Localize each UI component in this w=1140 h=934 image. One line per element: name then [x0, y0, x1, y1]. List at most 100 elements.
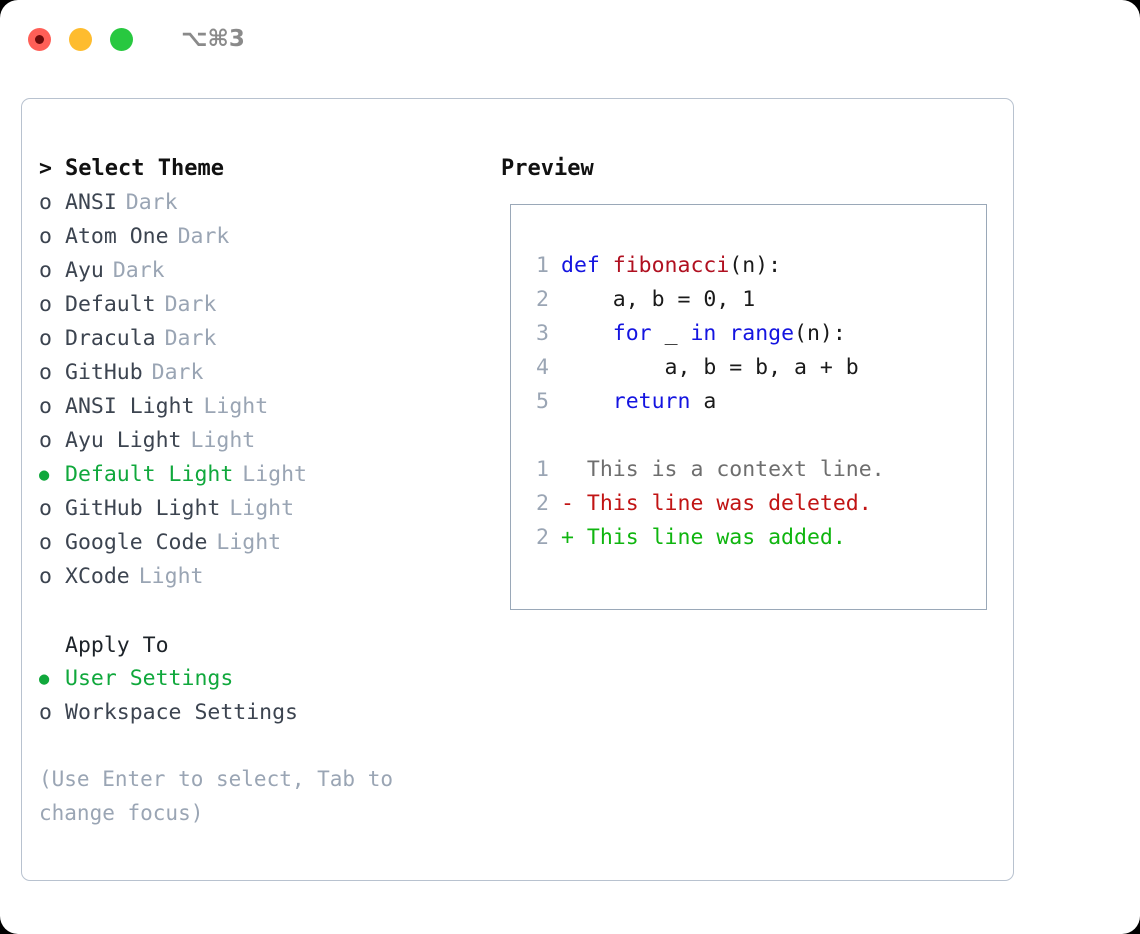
diff-line: 2 + This line was added. [523, 521, 978, 555]
radio-selected-icon[interactable]: ● [39, 465, 50, 485]
window-title: ⌥⌘3 [181, 26, 245, 52]
code-token [561, 321, 613, 346]
code-token: (n): [794, 321, 846, 346]
theme-variant-tag: Dark [177, 224, 230, 249]
code-line-number: 4 [536, 355, 549, 380]
code-token: range [729, 321, 795, 346]
theme-variant-tag: Light [190, 428, 256, 453]
radio-unselected-icon[interactable]: o [39, 428, 52, 453]
diff-line-number: 1 [536, 457, 549, 482]
code-token: in [690, 321, 717, 346]
traffic-light-buttons [28, 27, 133, 51]
theme-option-label: Dracula [65, 326, 156, 351]
theme-option-label: Ayu Light [65, 428, 182, 453]
theme-option-row[interactable]: o Default Dark [39, 288, 489, 322]
radio-unselected-icon[interactable]: o [39, 190, 52, 215]
code-line-text: a, b = 0, 1 [561, 283, 755, 317]
theme-option-label: ANSI Light [65, 394, 195, 419]
title-bar: ⌥⌘3 [0, 0, 1140, 78]
keyboard-hint: (Use Enter to select, Tab to change focu… [39, 767, 394, 825]
radio-unselected-icon[interactable]: o [39, 292, 52, 317]
radio-selected-icon[interactable]: ● [39, 669, 50, 689]
theme-variant-tag: Dark [112, 258, 165, 283]
radio-unselected-icon[interactable]: o [39, 496, 52, 521]
theme-option-label: Atom One [65, 224, 169, 249]
theme-option-row[interactable]: o GitHub Dark [39, 356, 489, 390]
theme-option-label: Default [65, 292, 156, 317]
code-diff-separator [523, 419, 978, 453]
apply-to-option-row[interactable]: ● User Settings [39, 662, 489, 696]
theme-variant-tag: Light [216, 530, 282, 555]
code-token: a, b = 0, 1 [561, 287, 756, 312]
code-line-number: 3 [536, 321, 549, 346]
radio-unselected-icon[interactable]: o [39, 224, 52, 249]
select-theme-label: Select Theme [65, 156, 224, 181]
maximize-button-icon[interactable] [110, 27, 133, 51]
radio-unselected-icon[interactable]: o [39, 394, 52, 419]
code-line-text: def fibonacci(n): [561, 249, 781, 283]
diff-line-text: This is a context line. [586, 457, 885, 482]
radio-unselected-icon[interactable]: o [39, 326, 52, 351]
code-token: return [612, 389, 691, 414]
apply-to-option-row[interactable]: o Workspace Settings [39, 696, 489, 730]
diff-marker [561, 453, 587, 487]
diff-line-number: 2 [536, 525, 549, 550]
list-spacer [39, 594, 489, 628]
close-button-icon[interactable] [28, 27, 51, 51]
code-token: for [612, 321, 652, 346]
apply-to-option-label: User Settings [65, 666, 234, 691]
theme-option-row[interactable]: o Google Code Light [39, 526, 489, 560]
code-line-text: a, b = b, a + b [561, 351, 859, 385]
theme-option-label: Google Code [65, 530, 208, 555]
apply-to-options-list: ● User Settings o Workspace Settings [39, 662, 489, 730]
theme-option-label: GitHub [65, 360, 143, 385]
minimize-button-icon[interactable] [69, 27, 92, 51]
radio-unselected-icon[interactable]: o [39, 530, 52, 555]
apply-to-header: Apply To [65, 632, 169, 658]
theme-variant-tag: Dark [164, 292, 217, 317]
radio-unselected-icon[interactable]: o [39, 564, 52, 589]
code-line: 1 def fibonacci(n): [523, 249, 978, 283]
code-line: 5 return a [523, 385, 978, 419]
theme-option-row[interactable]: o Atom One Dark [39, 220, 489, 254]
code-line-text: return a [561, 385, 717, 419]
code-line-number: 1 [536, 253, 549, 278]
code-token [716, 321, 729, 346]
theme-option-row[interactable]: o Ayu Light Light [39, 424, 489, 458]
apply-to-option-label: Workspace Settings [65, 700, 298, 725]
radio-unselected-icon[interactable]: o [39, 360, 52, 385]
theme-option-label: Default Light [65, 462, 234, 487]
diff-marker: + [561, 525, 587, 550]
diff-line-number: 2 [536, 491, 549, 516]
diff-line-text: This line was added. [586, 525, 846, 550]
diff-marker: - [561, 491, 587, 516]
code-token [561, 389, 613, 414]
diff-line-text: This line was deleted. [586, 491, 872, 516]
radio-unselected-icon[interactable]: o [39, 258, 52, 283]
code-token: def [561, 253, 613, 278]
code-line: 4 a, b = b, a + b [523, 351, 978, 385]
theme-variant-tag: Dark [151, 360, 204, 385]
theme-option-row[interactable]: ● Default Light Light [39, 458, 489, 492]
theme-variant-tag: Light [229, 496, 295, 521]
diff-line: 2- This line was deleted. [523, 487, 978, 521]
theme-option-label: XCode [65, 564, 130, 589]
caret-icon: > [39, 156, 52, 181]
theme-option-label: ANSI [65, 190, 117, 215]
radio-unselected-icon[interactable]: o [39, 700, 52, 725]
theme-variant-tag: Light [242, 462, 308, 487]
select-theme-header: > Select Theme [39, 152, 489, 186]
diff-line: 1 This is a context line. [523, 453, 978, 487]
